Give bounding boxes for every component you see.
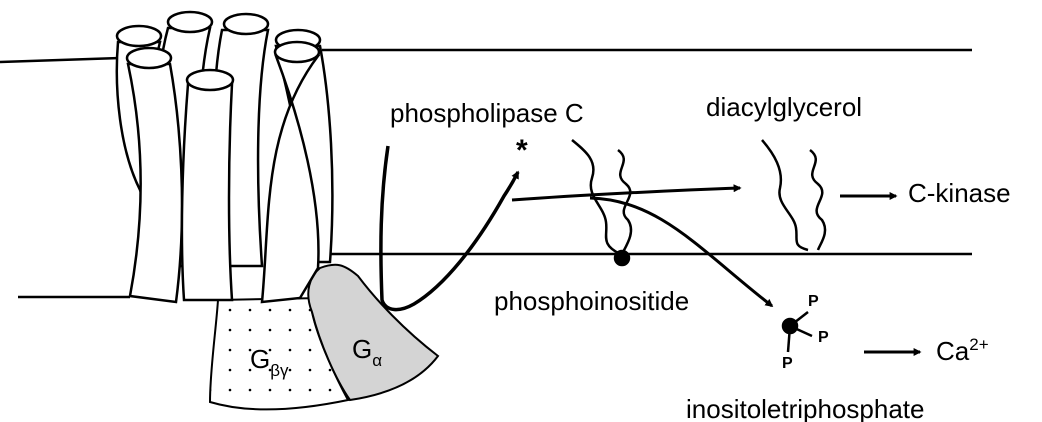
phosphate-label-bottom: P bbox=[782, 356, 793, 372]
phosphoinositide-label: phosphoinositide bbox=[494, 288, 689, 314]
activation-mark: * bbox=[516, 136, 528, 166]
arrow-to-diacylglycerol bbox=[512, 188, 740, 200]
phospholipase-c-label: phospholipase C bbox=[390, 100, 584, 126]
g-alpha-base: G bbox=[352, 334, 372, 364]
c-kinase-label: C-kinase bbox=[908, 180, 1011, 206]
diacylglycerol-label: diacylglycerol bbox=[706, 94, 862, 120]
membrane-top-left bbox=[0, 58, 120, 62]
phosphate-label-right: P bbox=[818, 330, 829, 346]
phosphate-label-top: P bbox=[808, 294, 819, 310]
calcium-symbol: Ca bbox=[936, 336, 969, 366]
inositol-triphosphate-label: inositoletriphosphate bbox=[686, 396, 925, 422]
diacylglycerol-molecule bbox=[762, 140, 825, 250]
calcium-label: Ca2+ bbox=[936, 338, 989, 364]
g-beta-gamma-subscript: βγ bbox=[270, 361, 288, 380]
g-beta-gamma-base: G bbox=[250, 344, 270, 374]
inositol-triphosphate-molecule bbox=[783, 312, 812, 352]
g-alpha-subscript: α bbox=[372, 351, 382, 370]
receptor bbox=[117, 12, 333, 302]
calcium-charge: 2+ bbox=[969, 335, 988, 354]
reaction-arrows bbox=[512, 188, 920, 352]
g-beta-gamma-label: Gβγ bbox=[250, 346, 289, 372]
g-alpha-label: Gα bbox=[352, 336, 382, 362]
